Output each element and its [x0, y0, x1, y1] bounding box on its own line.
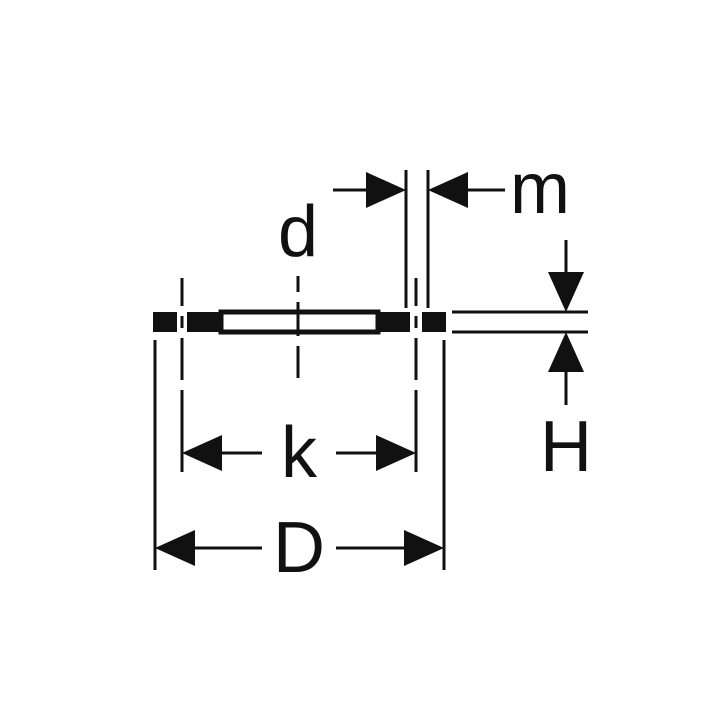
k-arrow-right [376, 435, 416, 471]
k-arrow-left [182, 435, 222, 471]
m-arrow-right [428, 172, 468, 208]
bolt-hole-lines [180, 278, 418, 472]
dimension-labels: d m k D H [273, 149, 592, 588]
label-m: m [510, 149, 570, 229]
h-arrow-bottom [548, 332, 584, 372]
label-k: k [281, 413, 318, 493]
D-dimension [153, 340, 446, 570]
k-dimension [182, 435, 416, 471]
h-arrow-top [548, 272, 584, 312]
D-arrow-left [155, 530, 195, 566]
gasket-segment-right [378, 312, 410, 332]
m-dimension [333, 170, 505, 308]
label-D: D [273, 508, 325, 588]
label-H: H [540, 407, 592, 487]
gasket-segment-outer-right [422, 312, 446, 332]
m-arrow-left [366, 172, 406, 208]
gasket-segment-left [187, 312, 221, 332]
h-dimension [452, 240, 588, 405]
D-arrow-right [404, 530, 444, 566]
gasket-segment-outer-left [153, 312, 177, 332]
label-d: d [278, 192, 318, 272]
